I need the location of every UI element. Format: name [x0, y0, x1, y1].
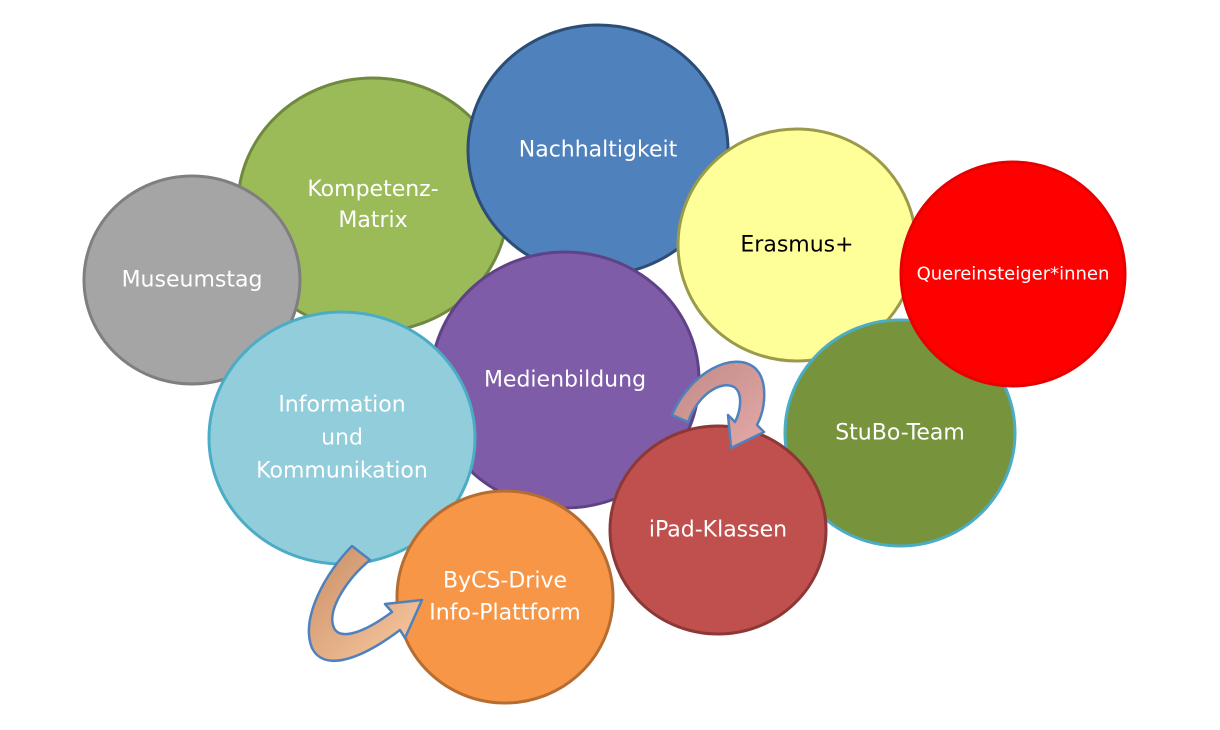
bubble-museumstag: Museumstag	[82, 174, 302, 386]
bubble-label-kompetenz-matrix: Matrix	[338, 208, 407, 233]
bubble-label-quereinsteiger-innen: Quereinsteiger*innen	[917, 264, 1110, 285]
bubble-label-information-und-kommunikation: und	[321, 426, 363, 451]
bubble-label-kompetenz-matrix: Kompetenz-	[307, 177, 438, 202]
bubble-quereinsteiger-innen: Quereinsteiger*innen	[899, 160, 1127, 388]
curved-arrow-medienbildung-to-ipad-klassen	[670, 360, 766, 450]
curved-arrow-information-to-bycs-drive	[307, 544, 424, 663]
bubble-label-information-und-kommunikation: Kommunikation	[256, 459, 428, 484]
bubble-label-bycs-drive-info-plattform: Info-Plattform	[429, 601, 580, 626]
bubble-label-museumstag: Museumstag	[122, 268, 263, 293]
bubble-label-information-und-kommunikation: Information	[278, 393, 405, 418]
bubble-shape-stubo-team	[783, 318, 1017, 548]
bubble-label-stubo-team: StuBo-Team	[835, 421, 965, 446]
bubble-shape-bycs-drive-info-plattform	[395, 489, 615, 705]
bubble-shape-museumstag	[82, 174, 302, 386]
bubble-label-erasmus: Erasmus+	[740, 233, 853, 258]
bubble-label-bycs-drive-info-plattform: ByCS-Drive	[443, 569, 567, 594]
bubble-label-ipad-klassen: iPad-Klassen	[649, 518, 787, 543]
bubble-shape-quereinsteiger-innen	[899, 160, 1127, 388]
bubble-shape-ipad-klassen	[608, 424, 828, 636]
bubble-label-medienbildung: Medienbildung	[484, 368, 646, 393]
bubble-ipad-klassen: iPad-Klassen	[608, 424, 828, 636]
bubble-label-nachhaltigkeit: Nachhaltigkeit	[519, 138, 678, 163]
bubble-stubo-team: StuBo-Team	[783, 318, 1017, 548]
